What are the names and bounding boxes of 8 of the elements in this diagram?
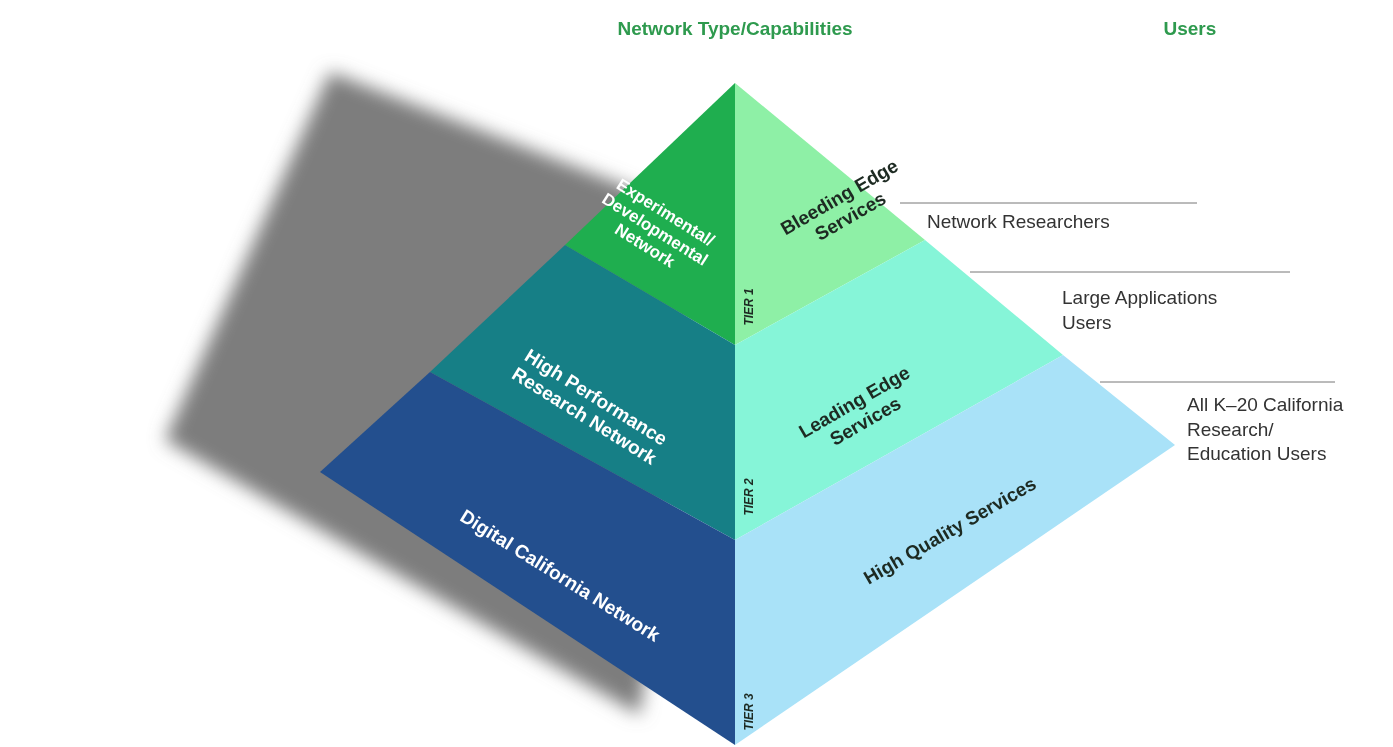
user-group-label: All K–20 California Research/ Education Users: [1187, 393, 1345, 467]
column-heading: Users: [1163, 18, 1217, 40]
user-group-label: Large Applications Users: [1062, 286, 1219, 335]
column-heading: Network Type/Capabilities: [617, 18, 853, 40]
tier-label: TIER 2: [743, 477, 757, 518]
tier-label: TIER 1: [743, 287, 757, 328]
tier-label: TIER 3: [743, 692, 757, 733]
user-group-label: Network Researchers: [927, 210, 1111, 234]
